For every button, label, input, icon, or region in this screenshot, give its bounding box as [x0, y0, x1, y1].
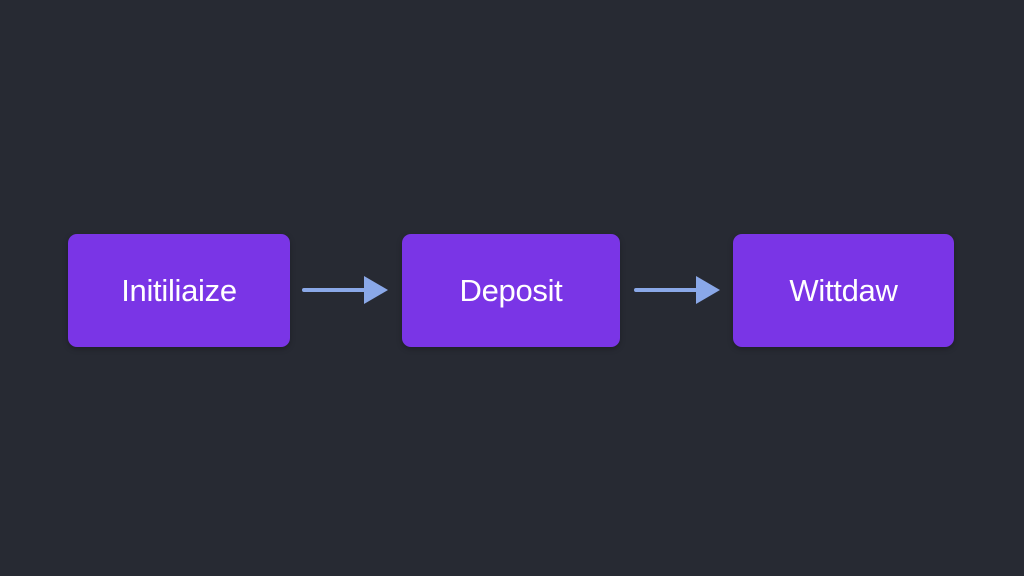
step-withdraw-label: Wittdaw [789, 272, 898, 308]
step-initialize-node: Initiliaize [68, 234, 290, 347]
arrow-right-icon [634, 276, 720, 304]
step-initialize-label: Initiliaize [121, 272, 237, 308]
step-deposit-label: Deposit [459, 272, 563, 308]
step-deposit-node: Deposit [402, 234, 620, 347]
arrow-right-icon [302, 276, 388, 304]
step-withdraw-node: Wittdaw [733, 234, 954, 347]
